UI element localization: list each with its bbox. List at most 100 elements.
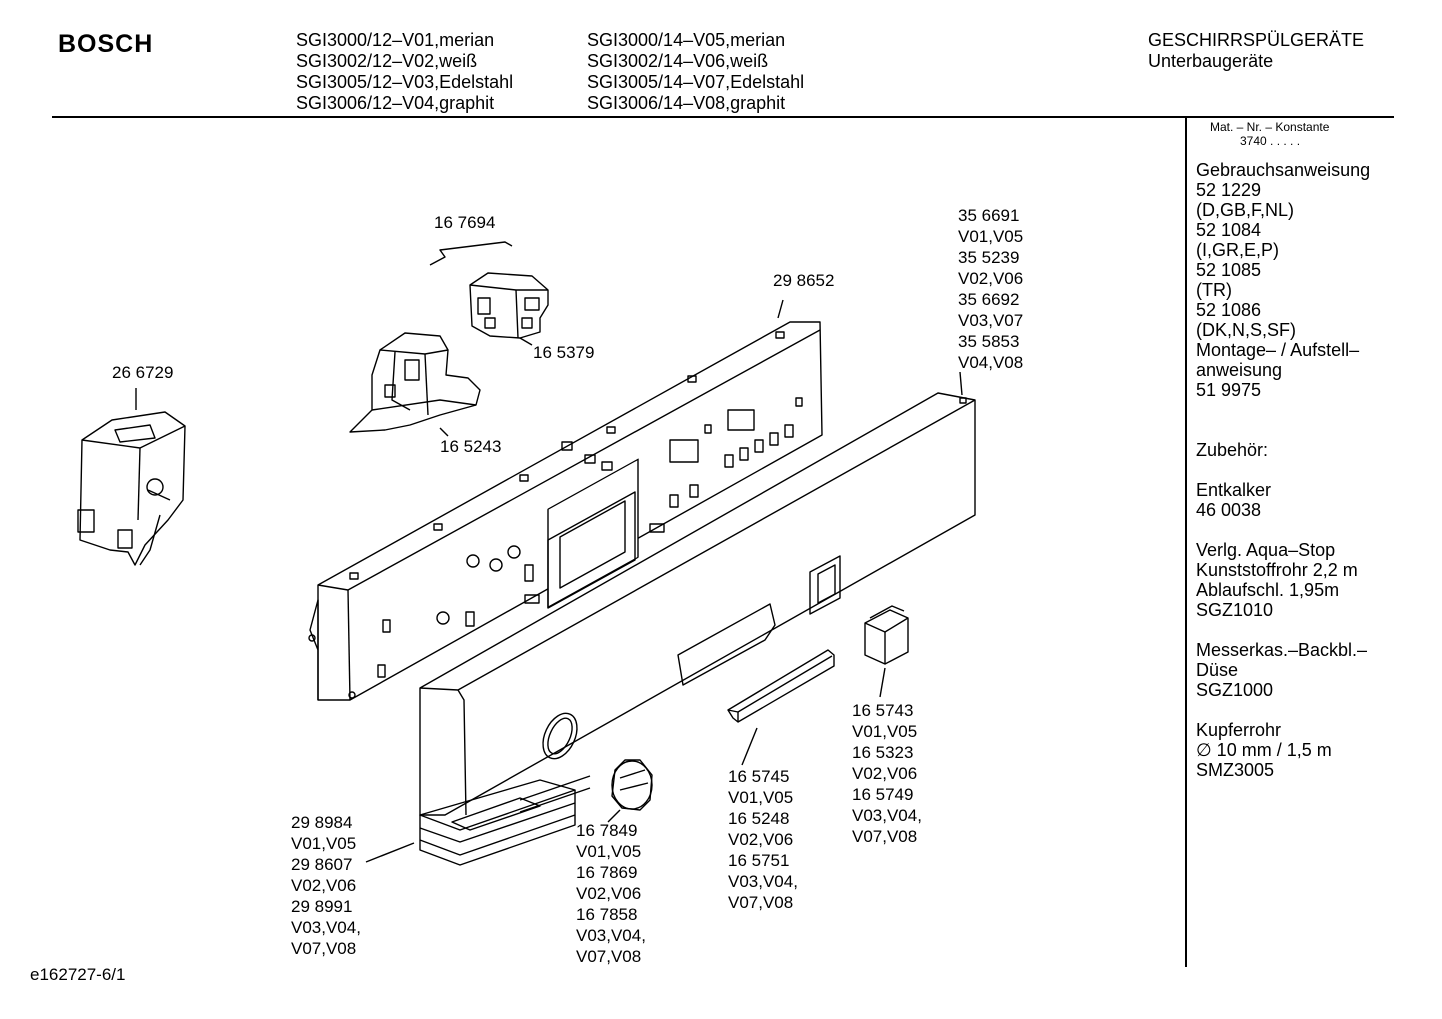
sidebar-line: 52 1085 [1196,260,1262,280]
part-number: 16 7849 [576,821,638,840]
variant-code: V07,V08 [852,827,918,846]
leader-165745 [741,727,758,766]
part-control-panel-frame [308,321,823,701]
part-label-356691: 35 6691 V01,V05 35 5239 V02,V06 35 6692 … [958,205,1023,373]
part-control-unit [77,411,186,566]
variant-code: V03,V04, [728,872,798,891]
variant-code: V01,V05 [958,227,1024,246]
part-label-266729: 26 6729 [112,362,173,383]
drawing-line [519,775,591,801]
sidebar-spacer [1196,400,1370,420]
category-block: GESCHIRRSPÜLGERÄTE Unterbaugeräte [1148,30,1364,72]
sidebar-line: 51 9975 [1196,380,1262,400]
part-label-298984: 29 8984 V01,V05 29 8607 V02,V06 29 8991 … [291,812,361,959]
leader-165743 [879,667,886,698]
part-bracket [349,332,481,433]
sidebar-spacer [1196,460,1370,480]
drawing-line [519,787,591,813]
part-number: 29 8991 [291,897,353,916]
sidebar-line: (I,GR,E,P) [1196,240,1280,260]
variant-code: V02,V06 [728,830,794,849]
sidebar-line: Ablaufschl. 1,95m [1196,580,1340,600]
part-number: 35 6692 [958,290,1020,309]
part-label-165745: 16 5745 V01,V05 16 5248 V02,V06 16 5751 … [728,766,798,913]
variant-code: V03,V04, [291,918,361,937]
model-line: SGI3005/12–V03,Edelstahl [296,72,514,92]
category-title: GESCHIRRSPÜLGERÄTE [1148,30,1365,50]
header-rule [52,116,1394,118]
variant-code: V03,V04, [852,806,922,825]
sidebar-line: SGZ1000 [1196,680,1274,700]
variant-code: V02,V06 [291,876,357,895]
part-number: 16 7858 [576,905,638,924]
part-number: 29 8607 [291,855,353,874]
drawing-id: e162727-6/1 [30,965,126,984]
sidebar-line: Düse [1196,660,1239,680]
variant-code: V02,V06 [852,764,918,783]
part-number: 35 5853 [958,332,1020,351]
variant-code: V07,V08 [728,893,794,912]
variant-code: V07,V08 [291,939,357,958]
model-line: SGI3005/14–V07,Edelstahl [587,72,805,92]
part-number: 16 5745 [728,767,790,786]
model-list-12: SGI3000/12–V01,merian SGI3002/12–V02,wei… [296,30,513,114]
part-number: 26 6729 [112,363,174,382]
sidebar-line: anweisung [1196,360,1283,380]
sidebar-line: Entkalker [1196,480,1272,500]
part-button-cap [864,605,909,665]
sidebar-line: (TR) [1196,280,1232,300]
sidebar-line: Kupferrohr [1196,720,1282,740]
variant-code: V01,V05 [291,834,357,853]
sidebar-rule [1185,117,1187,967]
part-number: 16 5323 [852,743,914,762]
part-label-165743: 16 5743 V01,V05 16 5323 V02,V06 16 5749 … [852,700,922,847]
sidebar-info: Gebrauchsanweisung 52 1229 (D,GB,F,NL) 5… [1196,160,1370,780]
leader-167849 [607,809,621,823]
part-number: 35 6691 [958,206,1020,225]
part-spacer-stack [419,779,576,866]
variant-code: V02,V06 [576,884,642,903]
sidebar-line: 46 0038 [1196,500,1262,520]
part-wire-clip [429,241,513,266]
part-number: 16 5749 [852,785,914,804]
sidebar-line: Gebrauchsanweisung [1196,160,1371,180]
sidebar-line: ∅ 10 mm / 1,5 m [1196,740,1332,760]
leader-165243 [439,427,449,437]
variant-code: V07,V08 [576,947,642,966]
model-line: SGI3002/12–V02,weiß [296,51,478,71]
part-number: 29 8984 [291,813,353,832]
variant-code: V01,V05 [852,722,918,741]
part-switch-module [469,272,549,339]
sidebar-line: Messerkas.–Backbl.– [1196,640,1368,660]
model-line: SGI3000/14–V05,merian [587,30,786,50]
model-line: SGI3006/12–V04,graphit [296,93,495,113]
variant-code: V02,V06 [958,269,1024,288]
part-number: 16 5743 [852,701,914,720]
variant-code: V01,V05 [728,788,794,807]
leader-356691 [959,371,963,396]
sidebar-line: Kunststoffrohr 2,2 m [1196,560,1358,580]
model-list-14: SGI3000/14–V05,merian SGI3002/14–V06,wei… [587,30,804,114]
part-label-165243: 16 5243 [440,436,501,457]
brand-logo: BOSCH [58,30,154,58]
sidebar-line: 52 1084 [1196,220,1262,240]
category-subtitle: Unterbaugeräte [1148,51,1274,71]
part-number: 16 7694 [434,213,496,232]
part-number: 16 7869 [576,863,638,882]
variant-code: V03,V04, [576,926,646,945]
sidebar-line: (D,GB,F,NL) [1196,200,1295,220]
part-handle-strip [727,649,835,723]
leader-165379 [519,337,533,346]
part-number: 35 5239 [958,248,1020,267]
sidebar-line: Zubehör: [1196,440,1269,460]
part-number: 29 8652 [773,271,835,290]
sidebar-line: 52 1229 [1196,180,1262,200]
leader-298652 [777,299,784,319]
part-label-167694: 16 7694 [434,212,495,233]
sidebar-line: SMZ3005 [1196,760,1275,780]
sidebar-line: SGZ1010 [1196,600,1274,620]
variant-code: V04,V08 [958,353,1024,372]
part-label-298652: 29 8652 [773,270,834,291]
part-number: 16 5243 [440,437,502,456]
sidebar-line: (DK,N,S,SF) [1196,320,1297,340]
